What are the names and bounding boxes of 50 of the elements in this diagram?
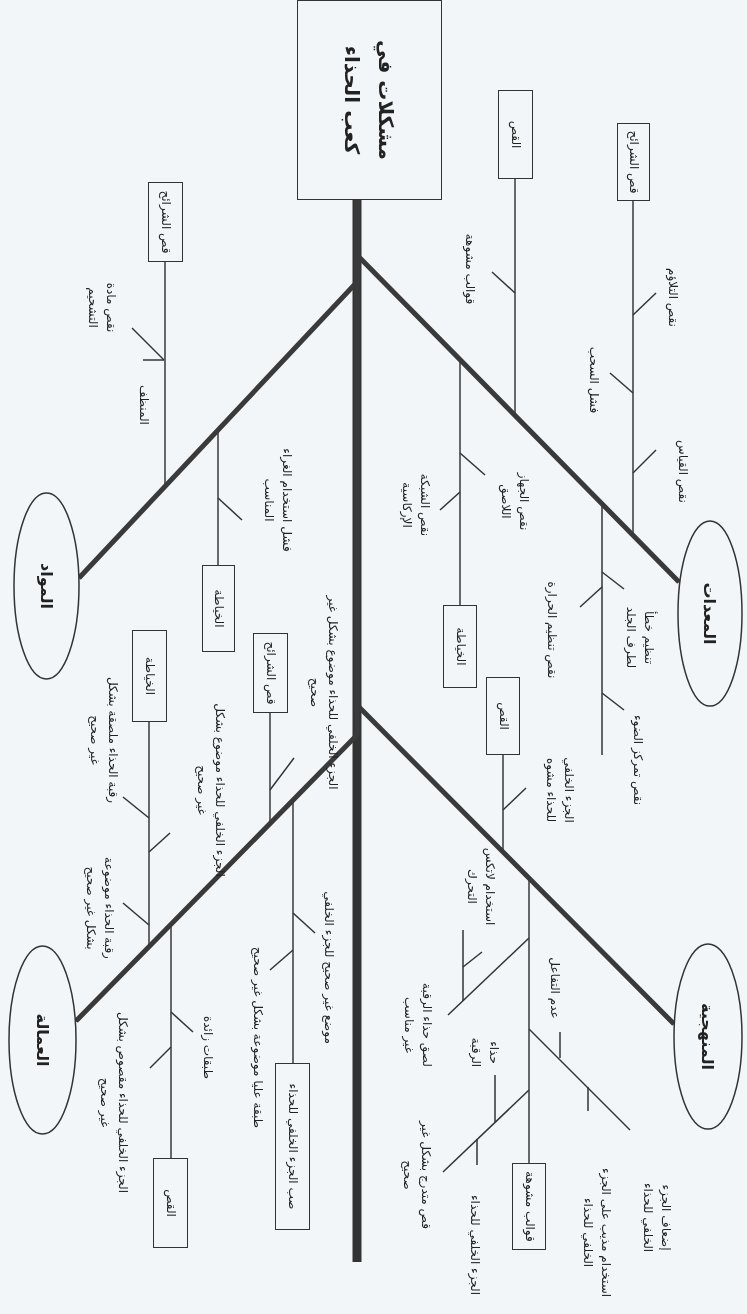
cause-label: الجزء الخلفي للحذاء موضوع بشكل غير صحيح [194, 702, 228, 879]
cause-label: نقص الشبكة الإركاسية [399, 472, 433, 539]
cause-label: الجزء الخلفي للحذاء موضوع بشكل غير صحيح [307, 594, 342, 792]
cause-label: عدم التفاعل [547, 957, 563, 1019]
cause-label: نقص تمركز الضوء [630, 714, 646, 806]
cause-box: الخياطة [443, 605, 477, 688]
category-label: المعدات [700, 582, 720, 645]
problem-box: مشكلات في كعب الحذاء [297, 0, 442, 200]
cause-label: الجزء الخلفي للحذاء مشوه [543, 756, 577, 825]
cause-label: الجزء الخلفي للحذاء [467, 1194, 483, 1296]
cause-label: فشل السحب [586, 346, 602, 414]
cause-label: المنظف [136, 385, 153, 425]
cause-box: الخياطة [132, 630, 167, 722]
cause-box: قص الشرائح [148, 182, 183, 262]
cause-label: استخدام لاتكس التحرك [464, 846, 498, 928]
cause-label: فشل استخدام الغراء المناسب [261, 447, 296, 554]
category-ellipse [677, 520, 743, 707]
cause-label: طبقة عليا موضوعة بشكل غير صحيح [250, 946, 266, 1129]
cause-box: القص [486, 677, 520, 755]
cause-box: قوالب مشوهة [512, 1163, 546, 1250]
cause-label: نقص القياس [675, 440, 691, 503]
cause-label: تنظيم خطأ لطرف الجلد [623, 605, 658, 671]
cause-box: قص الشرائح [253, 633, 288, 713]
cause-label: نقص الجهاز اللاصق [498, 471, 532, 533]
cause-label: نقص التلاؤم [665, 268, 681, 327]
cause-box: صب الجزء الخلفي للحذاء [275, 1063, 310, 1230]
cause-box: قص الشرائح [617, 123, 650, 201]
cause-label: الجزء الخلفي للحذاء مقصوص بشكل غير صحيح [97, 1010, 131, 1195]
branch-line [528, 876, 675, 1164]
category-label: العمالة [33, 1013, 52, 1067]
category-label: المنهجية [698, 1002, 718, 1071]
cause-label: طبقات زائدة [200, 1015, 216, 1080]
cause-label: قص متدرج بشكل غير صحيح [400, 1120, 435, 1230]
category-label: المواد [37, 563, 56, 609]
cause-box: القص [153, 1158, 188, 1248]
category-ellipse [673, 943, 743, 1130]
cause-label: حذاء الرقبة [468, 1036, 502, 1070]
cause-label: موضع غير صحيح للجزء الخلفي [321, 891, 337, 1044]
cause-label: نقص تنظيم الحرارة [544, 581, 561, 679]
cause-box: القص [498, 90, 533, 179]
cause-label: استخدام مذيب على الجزء الخلفي للحذاء [580, 1166, 615, 1300]
category-ellipse [8, 945, 77, 1135]
cause-label: لصق حذاء الرقبة غير مناسب [401, 982, 435, 1069]
cause-label: رقبة الحذاء موضوعة بشكل غير صحيح [83, 856, 117, 961]
cause-label: إضعاف الجزء الخلفي للحذاء [640, 1181, 674, 1255]
category-ellipse [13, 492, 80, 680]
cause-box: الخياطة [202, 565, 235, 652]
cause-label: نقص مادة التشحيم [85, 281, 120, 335]
cause-label: رقبة الحذاء ملصقة بشكل غير صحيح [87, 675, 121, 805]
cause-label: قوالب مشوهة [462, 233, 478, 305]
